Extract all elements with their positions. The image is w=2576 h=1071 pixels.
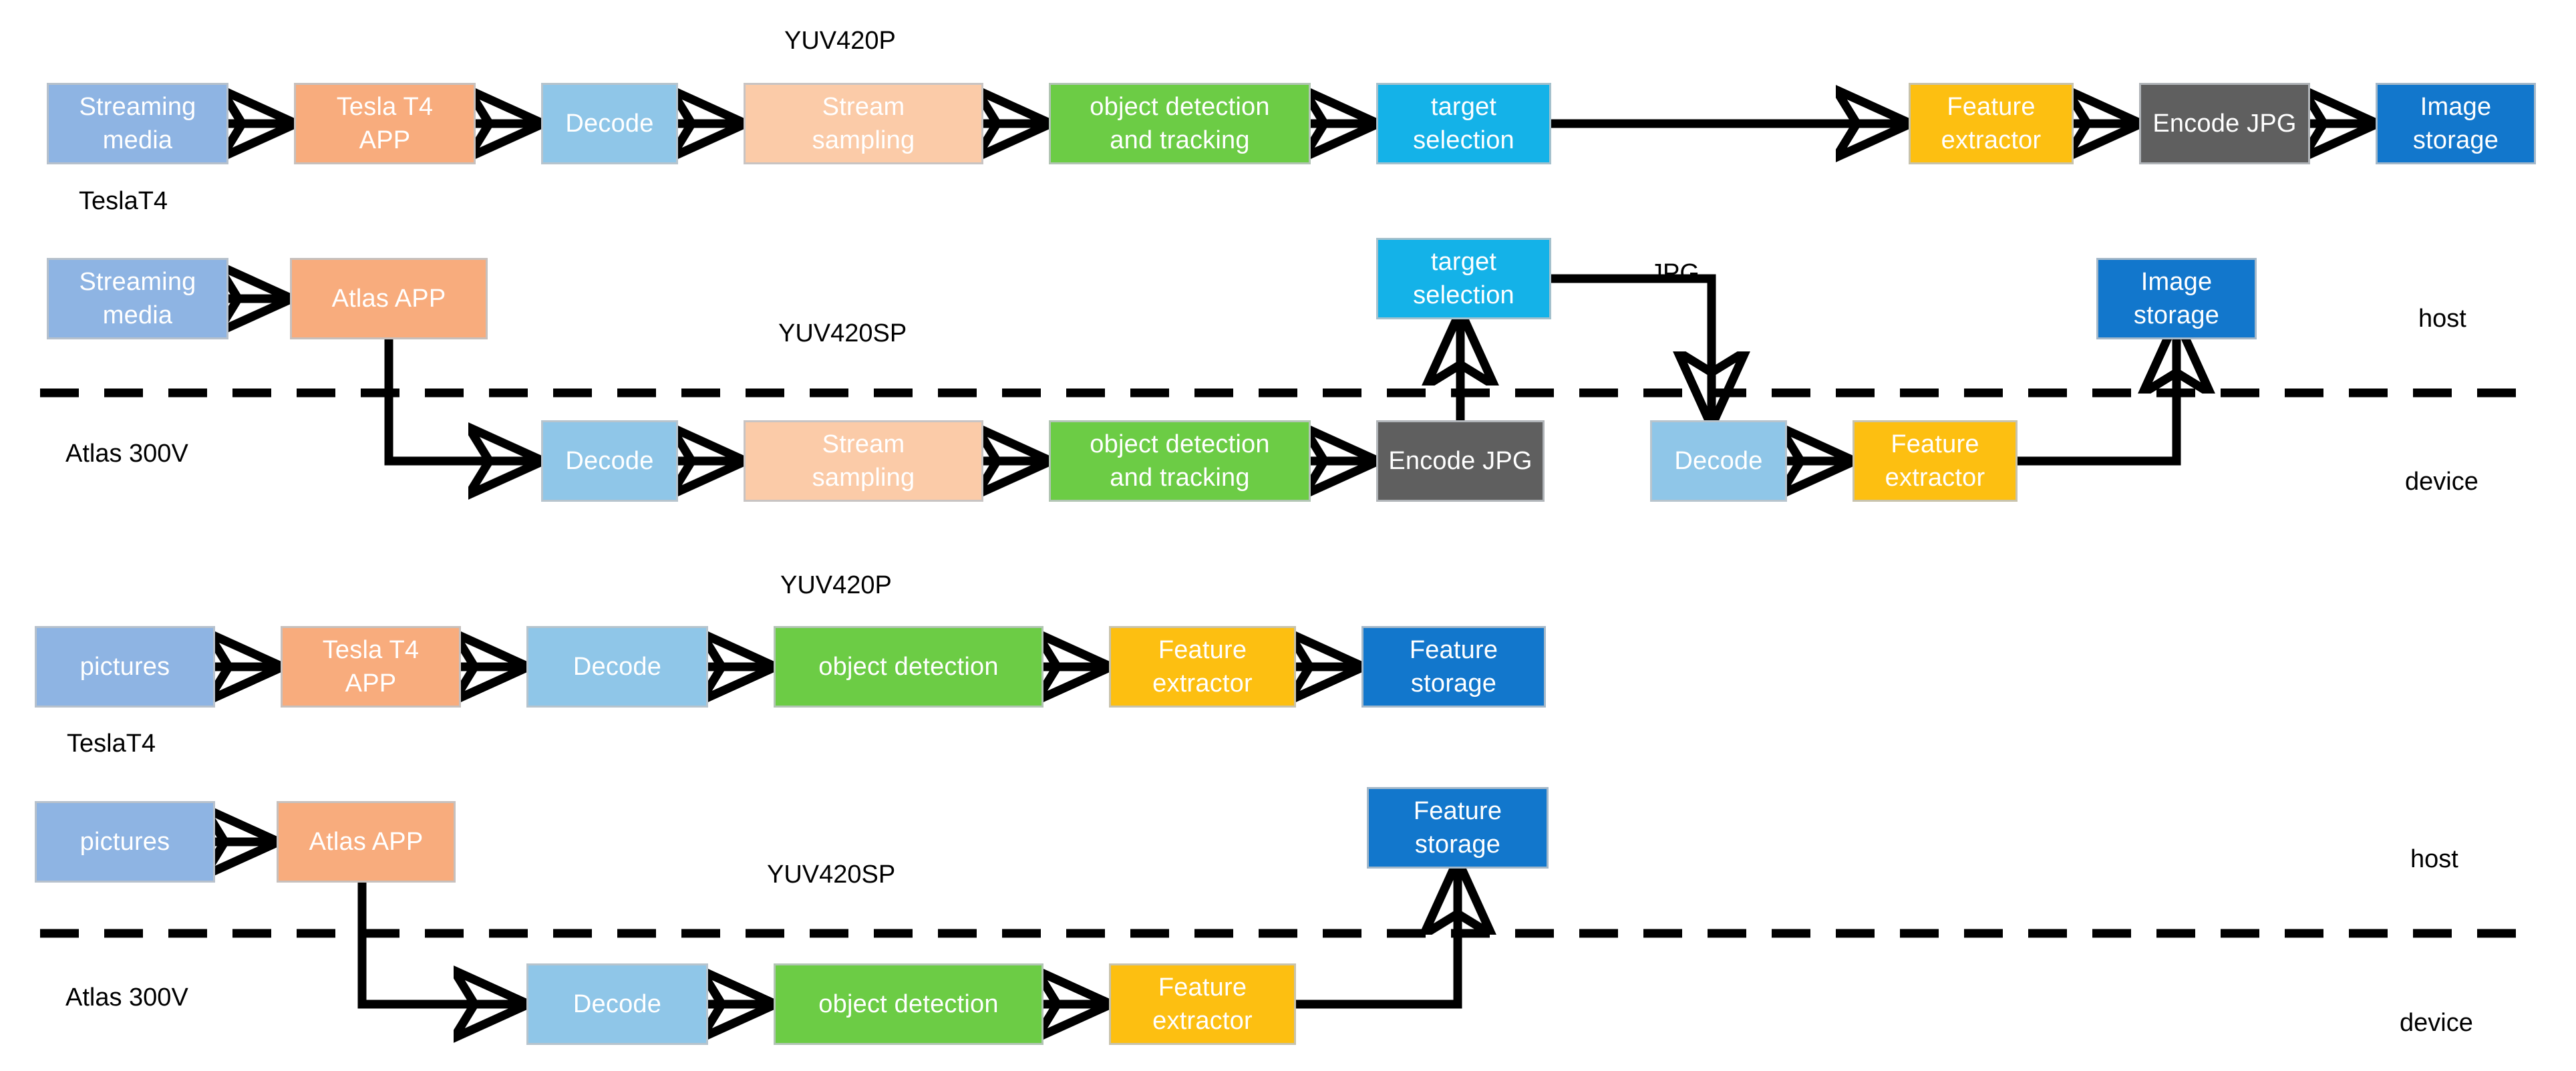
format-label-yuv420sp-row2: YUV420SP: [778, 319, 907, 347]
format-label-yuv420p-row3: YUV420P: [780, 571, 892, 599]
node-image-storage-atlas[interactable]: Image storage: [2096, 258, 2257, 339]
zone-label-device-row2: device: [2405, 468, 2478, 496]
node-pictures-atlas[interactable]: pictures: [35, 801, 215, 883]
node-stream-sampling[interactable]: Stream sampling: [744, 83, 983, 164]
platform-label-teslat4-row1: TeslaT4: [79, 187, 168, 215]
node-decode-pictures[interactable]: Decode: [526, 626, 708, 708]
node-feature-extractor-atlas[interactable]: Feature extractor: [1853, 420, 2018, 502]
node-object-detection-pictures[interactable]: object detection: [774, 626, 1043, 708]
platform-label-atlas300v-row2: Atlas 300V: [65, 440, 188, 468]
node-stream-sampling-atlas[interactable]: Stream sampling: [744, 420, 983, 502]
node-decode-atlas[interactable]: Decode: [541, 420, 678, 502]
node-feature-extractor[interactable]: Feature extractor: [1909, 83, 2074, 164]
node-feature-storage-pictures-atlas[interactable]: Feature storage: [1367, 787, 1549, 869]
node-tesla-t4-app[interactable]: Tesla T4 APP: [294, 83, 476, 164]
node-atlas-app[interactable]: Atlas APP: [290, 258, 488, 339]
node-decode-jpg-atlas[interactable]: Decode: [1650, 420, 1787, 502]
platform-label-atlas300v-row4: Atlas 300V: [65, 983, 188, 1012]
node-streaming-media-atlas[interactable]: Streaming media: [47, 258, 228, 339]
node-object-detection-and-tracking-atlas[interactable]: object detection and tracking: [1049, 420, 1311, 502]
node-target-selection-atlas[interactable]: target selection: [1376, 238, 1551, 319]
node-decode-pictures-atlas[interactable]: Decode: [526, 963, 708, 1045]
node-tesla-t4-app-pictures[interactable]: Tesla T4 APP: [281, 626, 461, 708]
node-target-selection[interactable]: target selection: [1376, 83, 1551, 164]
node-object-detection-pictures-atlas[interactable]: object detection: [774, 963, 1043, 1045]
zone-label-host-row2: host: [2418, 305, 2466, 333]
node-object-detection-and-tracking[interactable]: object detection and tracking: [1049, 83, 1311, 164]
node-feature-extractor-pictures[interactable]: Feature extractor: [1109, 626, 1296, 708]
node-encode-jpg-atlas[interactable]: Encode JPG: [1376, 420, 1545, 502]
node-encode-jpg[interactable]: Encode JPG: [2139, 83, 2310, 164]
node-feature-storage-pictures[interactable]: Feature storage: [1361, 626, 1546, 708]
node-streaming-media[interactable]: Streaming media: [47, 83, 228, 164]
zone-label-host-row4: host: [2410, 845, 2458, 873]
edge-label-jpg-row2: JPG: [1650, 259, 1700, 287]
zone-label-device-row4: device: [2400, 1009, 2473, 1037]
format-label-yuv420p-row1: YUV420P: [784, 27, 896, 55]
format-label-yuv420sp-row4: YUV420SP: [767, 861, 896, 889]
node-decode[interactable]: Decode: [541, 83, 678, 164]
node-atlas-app-pictures[interactable]: Atlas APP: [277, 801, 456, 883]
node-image-storage[interactable]: Image storage: [2376, 83, 2536, 164]
platform-label-teslat4-row3: TeslaT4: [67, 730, 156, 758]
node-feature-extractor-pictures-atlas[interactable]: Feature extractor: [1109, 963, 1296, 1045]
node-pictures[interactable]: pictures: [35, 626, 215, 708]
